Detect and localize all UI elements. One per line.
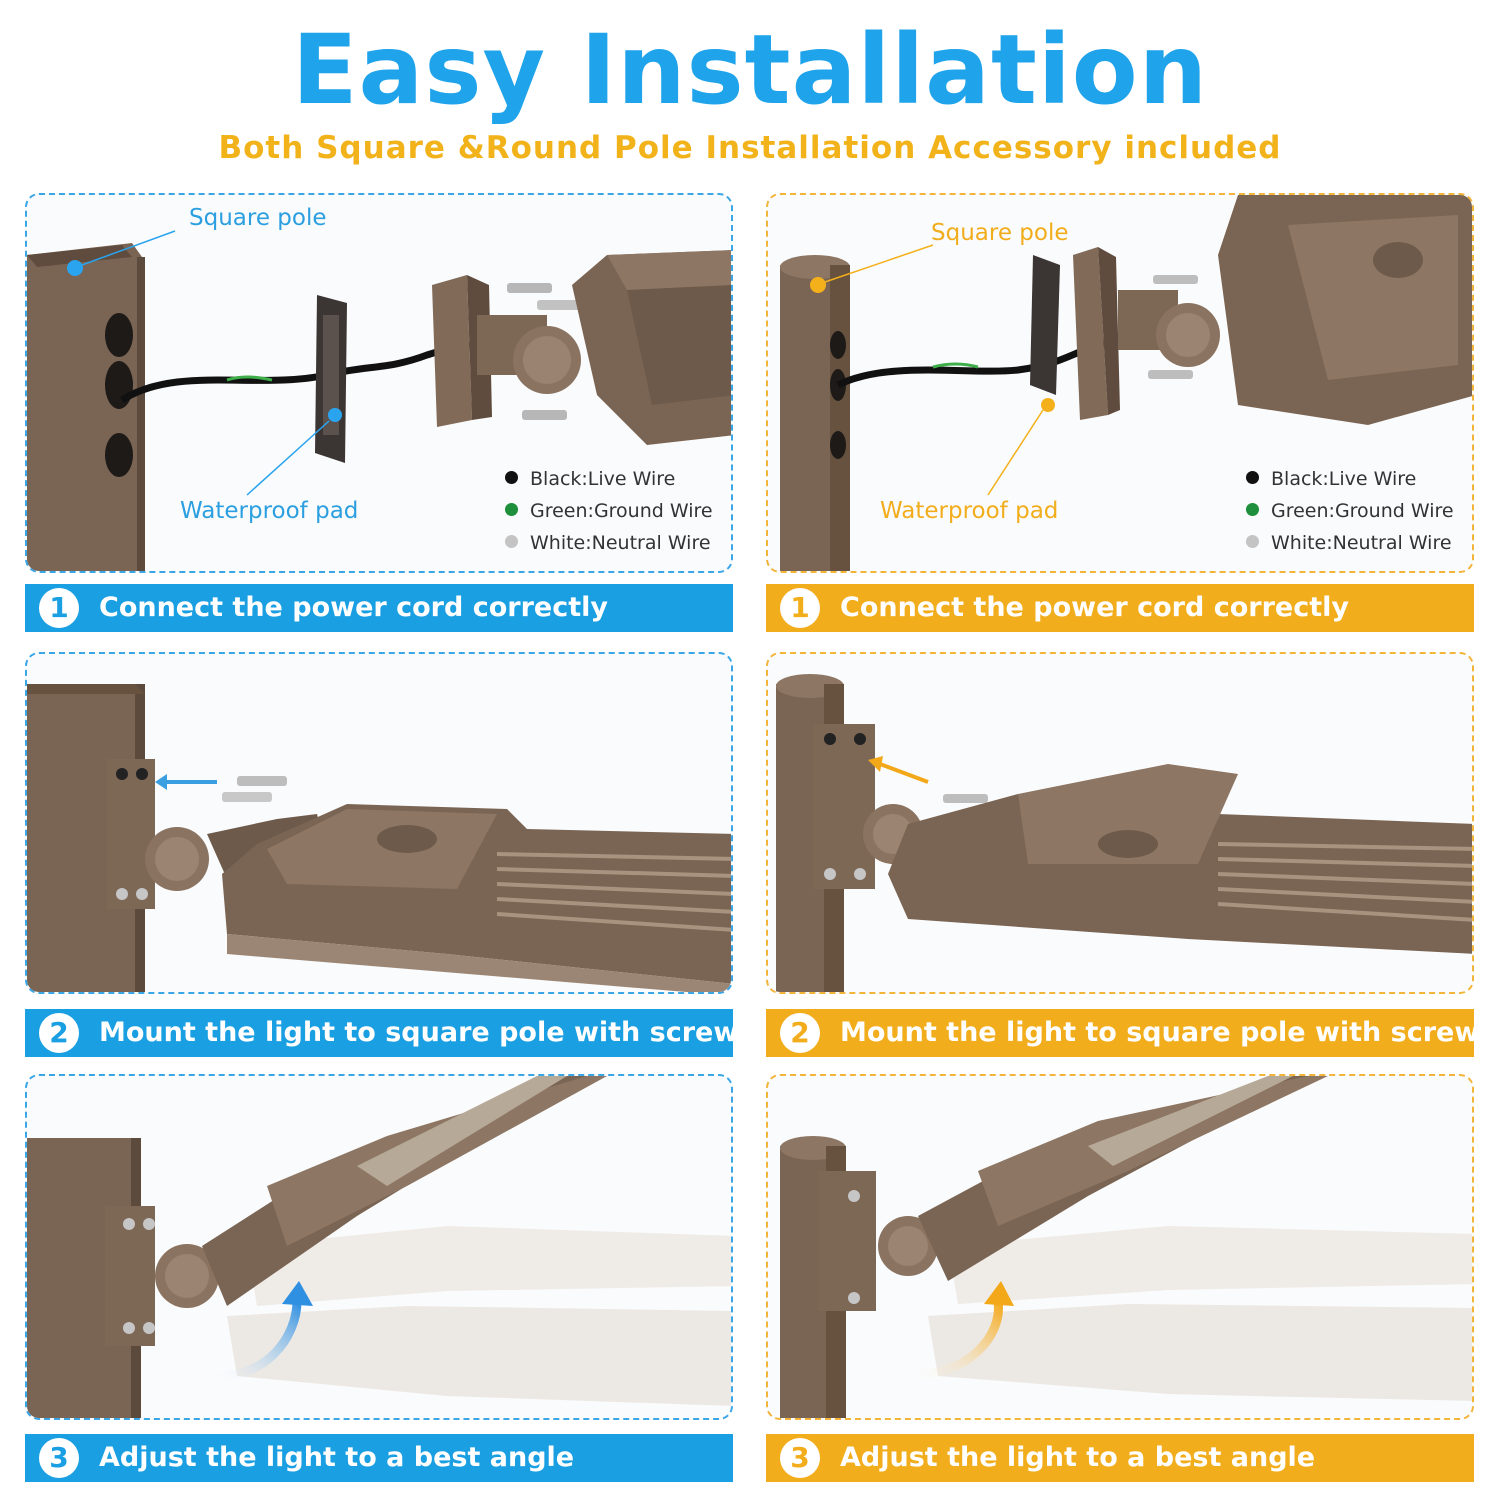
step-number: 2 <box>780 1013 820 1053</box>
illustration-round-pole-angle <box>780 1076 1472 1418</box>
green-dot-icon <box>1246 503 1259 516</box>
step-banner-left-1: 1 Connect the power cord correctly <box>25 584 733 632</box>
pole-marker-dot <box>810 277 826 293</box>
wire-legend: Black:Live Wire Green:Ground Wire White:… <box>1246 463 1454 559</box>
legend-neutral-wire: White:Neutral Wire <box>505 527 713 559</box>
illustration-square-pole-mounting <box>27 684 731 992</box>
legend-live-wire: Black:Live Wire <box>505 463 713 495</box>
step-number: 1 <box>780 588 820 628</box>
step-number: 3 <box>780 1438 820 1478</box>
step-banner-right-3: 3 Adjust the light to a best angle <box>766 1434 1474 1482</box>
illustration-round-pole-wiring <box>780 195 1472 571</box>
waterproof-pad-label: Waterproof pad <box>180 498 359 524</box>
step-number: 1 <box>39 588 79 628</box>
step-number: 3 <box>39 1438 79 1478</box>
panel-left-step2 <box>25 652 733 994</box>
legend-ground-wire: Green:Ground Wire <box>505 495 713 527</box>
step-text: Adjust the light to a best angle <box>840 1442 1316 1473</box>
panel-right-step1: Square pole Waterproof pad Black:Live Wi… <box>766 193 1474 573</box>
step-text: Mount the light to square pole with scre… <box>840 1017 1496 1048</box>
square-pole-label: Square pole <box>189 205 327 231</box>
legend-ground-wire: Green:Ground Wire <box>1246 495 1454 527</box>
black-dot-icon <box>1246 471 1259 484</box>
pole-marker-dot <box>67 260 83 276</box>
step-text: Mount the light to square pole with scre… <box>99 1017 755 1048</box>
square-pole-label: Square pole <box>931 220 1069 246</box>
step-text: Connect the power cord correctly <box>99 592 608 623</box>
illustration-round-pole-mounting <box>776 674 1472 992</box>
green-dot-icon <box>505 503 518 516</box>
panel-left-step3 <box>25 1074 733 1420</box>
waterproof-pad-label: Waterproof pad <box>880 498 1059 524</box>
step-banner-right-1: 1 Connect the power cord correctly <box>766 584 1474 632</box>
step-banner-left-3: 3 Adjust the light to a best angle <box>25 1434 733 1482</box>
black-dot-icon <box>505 471 518 484</box>
panel-left-step1: Square pole Waterproof pad Black:Live Wi… <box>25 193 733 573</box>
step-text: Connect the power cord correctly <box>840 592 1349 623</box>
panel-right-step2 <box>766 652 1474 994</box>
illustration-square-pole-angle <box>27 1076 731 1418</box>
legend-live-wire: Black:Live Wire <box>1246 463 1454 495</box>
step-banner-right-2: 2 Mount the light to square pole with sc… <box>766 1009 1495 1057</box>
panel-right-step3 <box>766 1074 1474 1420</box>
step-banner-left-2: 2 Mount the light to square pole with sc… <box>25 1009 754 1057</box>
page-subtitle: Both Square &Round Pole Installation Acc… <box>218 130 1282 166</box>
step-text: Adjust the light to a best angle <box>99 1442 575 1473</box>
page-title: Easy Installation <box>291 14 1209 126</box>
step-number: 2 <box>39 1013 79 1053</box>
grey-dot-icon <box>505 535 518 548</box>
wire-legend: Black:Live Wire Green:Ground Wire White:… <box>505 463 713 559</box>
legend-neutral-wire: White:Neutral Wire <box>1246 527 1454 559</box>
grey-dot-icon <box>1246 535 1259 548</box>
illustration-square-pole-wiring <box>27 230 731 571</box>
